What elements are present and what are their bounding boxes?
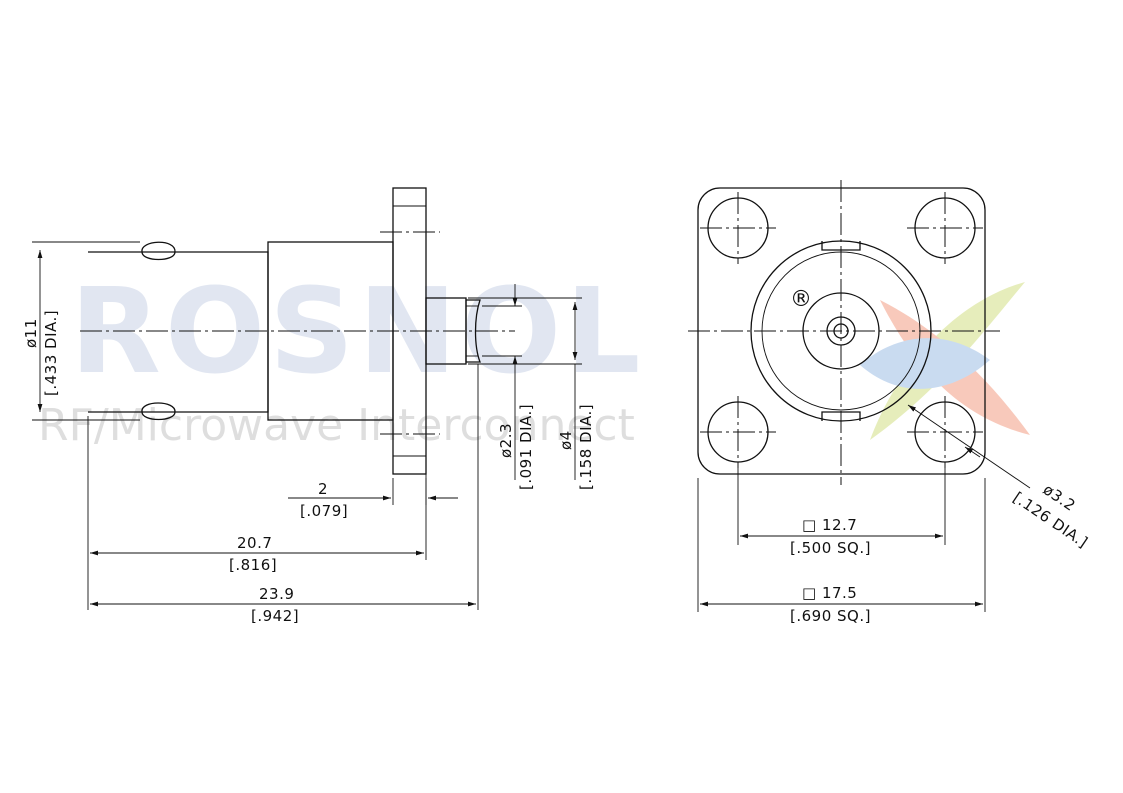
center-pin xyxy=(465,299,481,363)
bayonet-lug-top xyxy=(141,241,176,253)
insulator-dia-mm: ø4 xyxy=(557,430,575,450)
front-len-mm: 20.7 xyxy=(237,534,272,552)
outer-dia-mm: ø11 xyxy=(22,318,40,348)
pin-center xyxy=(833,323,849,339)
bayonet-lug-top-lower xyxy=(141,251,176,261)
side-view: ø11 [.433 DIA.] ø2.3 [.091 DIA.] ø4 [.15… xyxy=(22,187,595,625)
pin-dia-inch: [.091 DIA.] xyxy=(517,404,535,490)
bayonet-slot-top xyxy=(821,241,861,251)
outer-ring xyxy=(750,240,932,422)
pin-dia-mm: ø2.3 xyxy=(497,423,515,458)
insulator-face xyxy=(802,292,880,370)
inner-ring xyxy=(761,251,921,411)
hole-spacing-inch: [.500 SQ.] xyxy=(790,539,871,557)
bayonet-lug-bottom-lower xyxy=(141,411,176,421)
flange-size-inch: [.690 SQ.] xyxy=(790,607,871,625)
flange-thk-mm: 2 xyxy=(318,480,328,498)
bayonet-lug-bottom xyxy=(141,402,176,413)
mounting-holes xyxy=(700,192,983,468)
watermark-registered: ® xyxy=(790,287,812,312)
flange-thk-inch: [.079] xyxy=(300,502,348,520)
pin-socket xyxy=(826,316,856,346)
overall-len-inch: [.942] xyxy=(251,607,299,625)
overall-len-mm: 23.9 xyxy=(259,585,294,603)
flange-size-mm: □ 17.5 xyxy=(802,584,857,602)
bayonet-slot-bottom xyxy=(821,411,861,421)
hole-spacing-mm: □ 12.7 xyxy=(802,516,857,534)
watermark-tagline: RF/Microwave Interconnect xyxy=(38,400,635,451)
insulator-dia-inch: [.158 DIA.] xyxy=(577,404,595,490)
front-len-inch: [.816] xyxy=(229,556,277,574)
outer-dia-inch: [.433 DIA.] xyxy=(42,310,60,396)
watermark: ROSNOL ® RF/Microwave Interconnect xyxy=(38,262,1030,451)
